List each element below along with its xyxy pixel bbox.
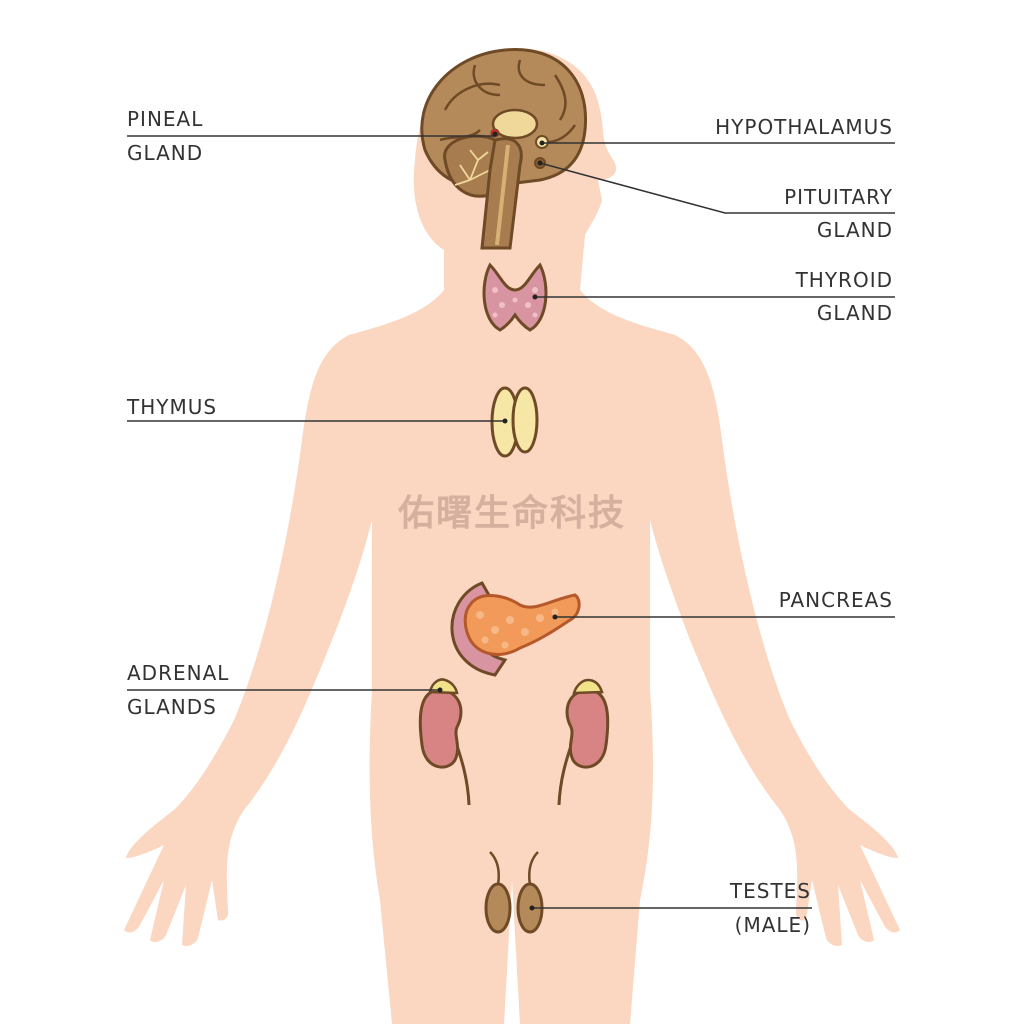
thyroid-texture: [492, 287, 538, 318]
body-silhouette: [124, 48, 900, 1024]
thymus-group: [490, 386, 539, 458]
left-spermatic-cord: [489, 851, 500, 886]
thymus-label: THYMUS: [126, 395, 217, 419]
pituitary-label-line-2: GLAND: [817, 218, 893, 242]
watermark: 佑曙生命科技: [397, 492, 626, 534]
thyroid-group: [482, 262, 548, 332]
brain-folds: [439, 59, 577, 144]
pituitary-leader-dot: [537, 160, 543, 166]
testes-leader-dot: [529, 905, 535, 911]
brainstem-stripe: [495, 144, 510, 246]
pituitary-leader-line: [539, 162, 895, 214]
pineal-leader-dot: [492, 131, 498, 137]
brain-group: [420, 48, 588, 250]
adrenal-label-line-1: ADRENAL: [127, 661, 229, 685]
labels: PINEAL GLAND HYPOTHALAMUS PITUITARY GLAN…: [126, 107, 893, 937]
pineal-label-line-1: PINEAL: [127, 107, 203, 131]
pancreas-label: PANCREAS: [779, 588, 893, 612]
left-testis: [484, 882, 512, 934]
brain-corpus: [491, 108, 539, 140]
thyroid-label-line-2: GLAND: [817, 301, 893, 325]
pineal-label-line-2: GLAND: [127, 141, 203, 165]
right-adrenal-gland: [572, 678, 604, 695]
right-spermatic-cord: [528, 851, 539, 886]
kidneys-group: [418, 678, 610, 806]
pancreas-leader-dot: [552, 614, 558, 620]
leader-lines: [127, 135, 895, 909]
left-kidney: [418, 688, 463, 769]
thyroid-leader-dot: [532, 294, 538, 300]
body-outline: [124, 48, 900, 1024]
thyroid-label-line-1: THYROID: [795, 268, 893, 292]
adrenal-label-line-2: GLANDS: [127, 695, 217, 719]
right-kidney: [565, 688, 610, 769]
testes-label-line-1: TESTES: [729, 879, 811, 903]
thymus-right-lobe: [511, 386, 539, 454]
pituitary-label-line-1: PITUITARY: [784, 185, 893, 209]
thymus-leader-dot: [502, 418, 508, 424]
pancreas-gland: [463, 593, 581, 656]
pancreas-texture: [476, 608, 559, 649]
leader-dots: [437, 131, 558, 911]
testes-label-line-2: (MALE): [735, 913, 811, 937]
hypothalamus-leader-dot: [539, 140, 545, 146]
adrenal-leader-dot: [437, 687, 443, 693]
cerebellum-branches: [454, 149, 491, 186]
pancreas-group: [450, 581, 581, 677]
hypothalamus-label: HYPOTHALAMUS: [715, 115, 893, 139]
